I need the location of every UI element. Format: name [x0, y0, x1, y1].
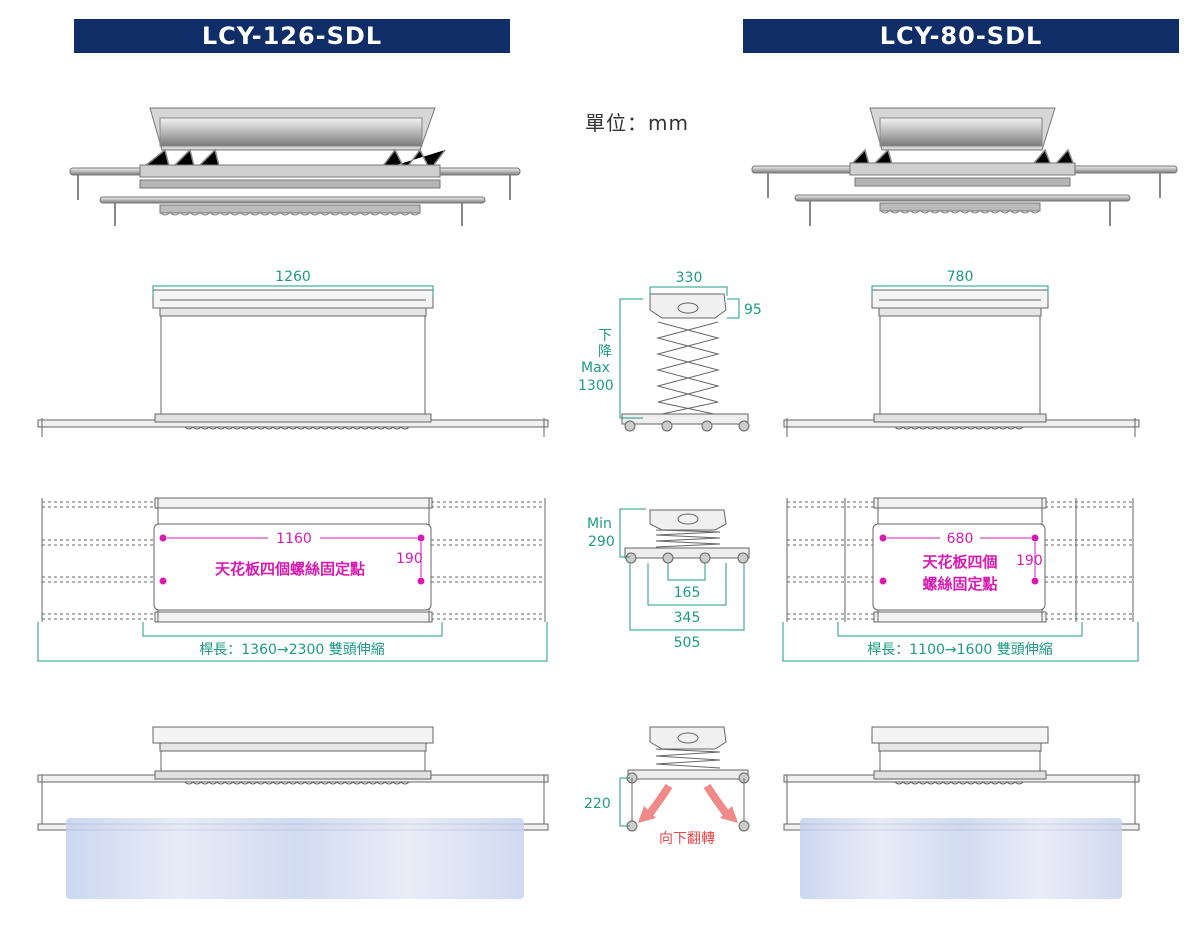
plan-view-left — [41, 497, 546, 623]
rod-length-right-label: 桿長：1100→1600 雙頭伸縮 — [867, 642, 1052, 658]
dim-165-label: 165 — [674, 585, 701, 601]
unit-label: 單位：mm — [585, 111, 689, 135]
model-banner-right: LCY-80-SDL — [743, 19, 1179, 53]
dimension-220: 220 — [584, 777, 630, 827]
scissor-lift-collapsed — [624, 509, 750, 564]
mount-label-right-2: 螺絲固定點 — [922, 575, 997, 593]
mount-label-right-1: 天花板四個 — [922, 553, 997, 571]
dim-220-label: 220 — [584, 796, 611, 812]
rod-length-left: 桿長：1360→2300 雙頭伸縮 — [37, 622, 548, 662]
mount-points-left: 1160 190 天花板四個螺絲固定點 — [159, 531, 425, 585]
dimension-1260: 1260 — [152, 269, 434, 296]
folded-view-left — [37, 726, 549, 831]
dim-95-label: 95 — [744, 302, 762, 318]
min-value: 290 — [588, 534, 615, 550]
dim-330-label: 330 — [676, 270, 703, 286]
drop-label-max: Max — [581, 360, 610, 376]
mount-width-right: 680 — [947, 531, 974, 547]
dimension-330: 330 — [649, 270, 728, 296]
dim-345-label: 345 — [674, 610, 701, 626]
dim-780-label: 780 — [947, 269, 974, 285]
rod-length-right: 桿長：1100→1600 雙頭伸縮 — [782, 622, 1139, 662]
front-view-right — [783, 289, 1140, 437]
dim-1260-label: 1260 — [275, 269, 311, 285]
min-label: Min — [587, 516, 612, 532]
model-banner-left: LCY-126-SDL — [74, 19, 510, 53]
mount-depth-right: 190 — [1016, 553, 1043, 569]
mount-label-left: 天花板四個螺絲固定點 — [215, 560, 365, 578]
drop-label-2: 降 — [598, 344, 612, 360]
dim-505-label: 505 — [674, 635, 701, 651]
mount-depth-left: 190 — [396, 551, 423, 567]
hanging-clothes-right — [800, 818, 1122, 899]
dimension-165-345-505 — [629, 563, 745, 631]
dimension-min-290: Min 290 — [587, 508, 646, 558]
dimension-drop-max: 下 降 Max 1300 — [578, 298, 643, 419]
model-name-right: LCY-80-SDL — [879, 22, 1043, 50]
hanging-clothes-left — [66, 818, 524, 899]
product-render-right — [751, 107, 1178, 226]
flip-arrow-left — [638, 783, 673, 823]
drop-label-value: 1300 — [578, 378, 614, 394]
product-render-left — [69, 107, 521, 226]
dimension-780: 780 — [871, 269, 1049, 296]
flip-label: 向下翻轉 — [659, 831, 715, 847]
front-view-left — [37, 289, 549, 437]
mount-width-left: 1160 — [276, 531, 312, 547]
folded-view-right — [783, 726, 1140, 831]
flip-down-view — [626, 726, 750, 832]
model-name-left: LCY-126-SDL — [201, 22, 383, 50]
mount-points-right: 680 190 天花板四個 螺絲固定點 — [879, 531, 1043, 593]
dimension-95: 95 — [727, 298, 762, 319]
plan-view-right — [786, 497, 1134, 623]
drop-label-1: 下 — [598, 328, 612, 344]
rod-length-left-label: 桿長：1360→2300 雙頭伸縮 — [199, 642, 384, 658]
flip-arrow-right — [703, 783, 738, 823]
scissor-lift-side — [621, 293, 750, 432]
